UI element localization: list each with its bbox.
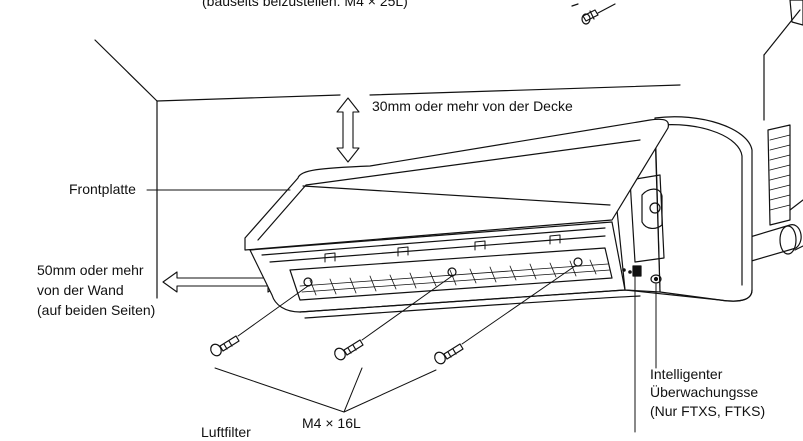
top-screw-icon (571, 0, 803, 26)
sensor-label-2: Überwachungsse (650, 384, 759, 400)
ceiling-clearance-label: 30mm oder mehr von der Decke (372, 98, 573, 114)
top-partial-label: (bauseits beizustellen: M4 × 25L) (202, 0, 408, 9)
wall-clearance-label-3: (auf beiden Seiten) (37, 302, 156, 318)
indoor-unit (244, 116, 753, 319)
screw-size-label: M4 × 16L (302, 415, 361, 431)
ceiling-clearance-arrow (336, 97, 360, 163)
screw-icon-right (434, 343, 464, 365)
sensor-label-3: (Nur FTXS, FTKS) (650, 403, 766, 419)
pipe-fitting (739, 124, 803, 263)
wall-clearance-label-2: von der Wand (37, 282, 124, 298)
screw-icon-left (210, 335, 240, 357)
wall-clearance-label-1: 50mm oder mehr (37, 262, 144, 278)
air-filter-label: Luftfilter (201, 424, 251, 440)
screw-icon-middle (334, 339, 364, 361)
front-panel-label: Frontplatte (69, 181, 136, 197)
leader-lines (146, 189, 657, 433)
sensor-label-1: Intelligenter (650, 366, 723, 382)
wall-lines (94, 9, 801, 299)
